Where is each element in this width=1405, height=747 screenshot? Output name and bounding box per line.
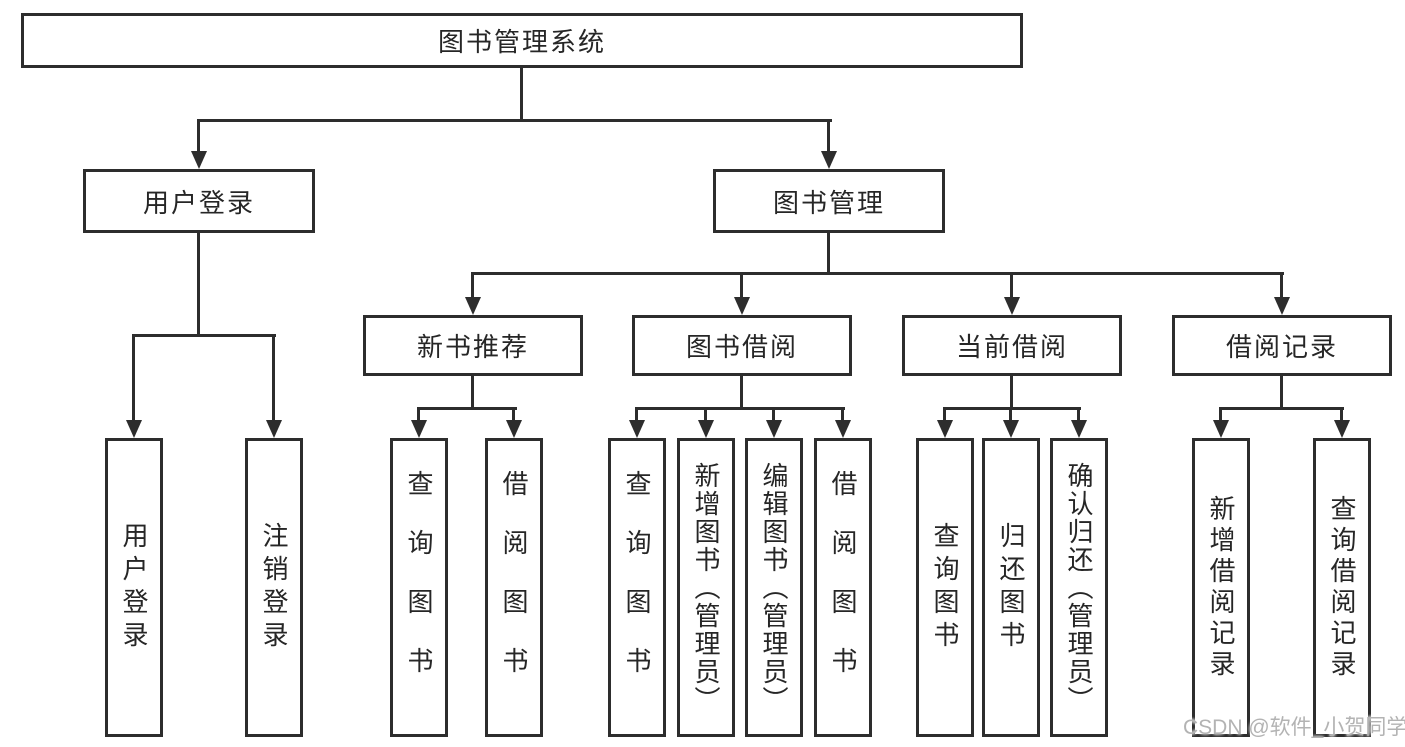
leaf-current-query-book-label: 查询图书	[930, 521, 960, 654]
leaf-return-book-label: 归还图书	[996, 521, 1026, 654]
connector-drop-current-borrow	[1010, 272, 1013, 299]
connector-drop-rec-query	[417, 407, 420, 422]
node-user-login: 用户登录	[83, 169, 315, 233]
connector-drop-leaf-login	[132, 334, 135, 422]
connector-drop-bor-edit	[772, 407, 775, 422]
node-root: 图书管理系统	[21, 13, 1023, 68]
node-book-management-label: 图书管理	[772, 187, 885, 218]
leaf-logout-label: 注销登录	[259, 521, 289, 654]
arrowhead-bor-query	[629, 420, 645, 438]
connector-borrow-branch	[635, 407, 845, 410]
arrowhead-book-borrow	[734, 297, 750, 315]
connector-current-trunk	[1010, 376, 1013, 410]
leaf-recommend-borrow-book-label: 借阅图书	[499, 469, 529, 706]
csdn-watermark: CSDN @软件_小贺同学	[1183, 716, 1405, 739]
leaf-user-login: 用户登录	[105, 438, 163, 737]
leaf-recommend-query-book-label: 查询图书	[404, 469, 434, 706]
connector-record-branch	[1219, 407, 1344, 410]
connector-drop-rec-borrow	[512, 407, 515, 422]
connector-book-mgmt-trunk	[827, 233, 830, 275]
arrowhead-cur-confirm	[1071, 420, 1087, 438]
arrowhead-rec2-query	[1334, 420, 1350, 438]
connector-drop-rec2-add	[1219, 407, 1222, 422]
leaf-current-query-book: 查询图书	[916, 438, 974, 737]
connector-drop-rec2-query	[1340, 407, 1343, 422]
leaf-confirm-return-admin-label: 确认归还（管理员）	[1064, 461, 1094, 714]
connector-user-login-branch	[132, 334, 276, 337]
leaf-edit-book-admin-label: 编辑图书（管理员）	[759, 461, 789, 714]
arrowhead-cur-return	[1003, 420, 1019, 438]
arrowhead-rec2-add	[1213, 420, 1229, 438]
connector-record-trunk	[1280, 376, 1283, 410]
node-book-management: 图书管理	[713, 169, 945, 233]
arrowhead-bor-edit	[766, 420, 782, 438]
node-root-label: 图书管理系统	[437, 27, 606, 57]
connector-level2-branch	[197, 119, 832, 122]
arrowhead-borrow-record	[1274, 297, 1290, 315]
connector-current-branch	[943, 407, 1081, 410]
connector-drop-cur-confirm	[1077, 407, 1080, 422]
leaf-logout: 注销登录	[245, 438, 303, 737]
connector-drop-bor-add	[704, 407, 707, 422]
leaf-return-book: 归还图书	[982, 438, 1040, 737]
arrowhead-cur-query	[937, 420, 953, 438]
node-current-borrow: 当前借阅	[902, 315, 1122, 376]
node-book-borrow: 图书借阅	[632, 315, 852, 376]
node-user-login-label: 用户登录	[142, 187, 255, 218]
connector-drop-bor-query	[635, 407, 638, 422]
leaf-add-book-admin: 新增图书（管理员）	[677, 438, 735, 737]
leaf-borrow-query-book-label: 查询图书	[622, 469, 652, 706]
node-new-book-recommend: 新书推荐	[363, 315, 583, 376]
connector-borrow-trunk	[740, 376, 743, 410]
arrowhead-rec-query	[411, 420, 427, 438]
connector-root-trunk	[520, 65, 523, 122]
connector-drop-cur-query	[943, 407, 946, 422]
connector-drop-leaf-logout	[272, 334, 275, 422]
node-new-book-recommend-label: 新书推荐	[416, 332, 529, 362]
leaf-add-book-admin-label: 新增图书（管理员）	[691, 461, 721, 714]
arrowhead-rec-borrow	[506, 420, 522, 438]
connector-drop-borrow-record	[1280, 272, 1283, 299]
arrowhead-current-borrow	[1004, 297, 1020, 315]
arrowhead-leaf-logout	[266, 420, 282, 438]
leaf-recommend-borrow-book: 借阅图书	[485, 438, 543, 737]
connector-drop-user-login	[197, 119, 200, 153]
leaf-borrow-query-book: 查询图书	[608, 438, 666, 737]
connector-recommend-branch	[417, 407, 517, 410]
arrowhead-book-mgmt	[821, 151, 837, 169]
connector-level3-branch	[471, 272, 1284, 275]
node-current-borrow-label: 当前借阅	[955, 332, 1068, 362]
connector-recommend-trunk	[471, 376, 474, 410]
leaf-borrow-borrow-book: 借阅图书	[814, 438, 872, 737]
connector-drop-cur-return	[1009, 407, 1012, 422]
connector-drop-new-recommend	[471, 272, 474, 299]
arrowhead-new-recommend	[465, 297, 481, 315]
leaf-user-login-label: 用户登录	[119, 521, 149, 654]
leaf-add-borrow-record-label: 新增借阅记录	[1206, 494, 1236, 681]
leaf-query-borrow-record-label: 查询借阅记录	[1327, 494, 1357, 681]
arrowhead-bor-borrow	[835, 420, 851, 438]
connector-user-login-trunk	[197, 233, 200, 337]
node-borrow-record: 借阅记录	[1172, 315, 1392, 376]
node-borrow-record-label: 借阅记录	[1225, 332, 1338, 362]
leaf-confirm-return-admin: 确认归还（管理员）	[1050, 438, 1108, 737]
node-book-borrow-label: 图书借阅	[685, 332, 798, 362]
arrowhead-bor-add	[698, 420, 714, 438]
arrowhead-user-login	[191, 151, 207, 169]
leaf-add-borrow-record: 新增借阅记录	[1192, 438, 1250, 737]
leaf-query-borrow-record: 查询借阅记录	[1313, 438, 1371, 737]
leaf-recommend-query-book: 查询图书	[390, 438, 448, 737]
connector-drop-bor-borrow	[841, 407, 844, 422]
connector-drop-book-borrow	[740, 272, 743, 299]
leaf-borrow-borrow-book-label: 借阅图书	[828, 469, 858, 706]
leaf-edit-book-admin: 编辑图书（管理员）	[745, 438, 803, 737]
connector-drop-book-mgmt	[827, 119, 830, 153]
arrowhead-leaf-login	[126, 420, 142, 438]
